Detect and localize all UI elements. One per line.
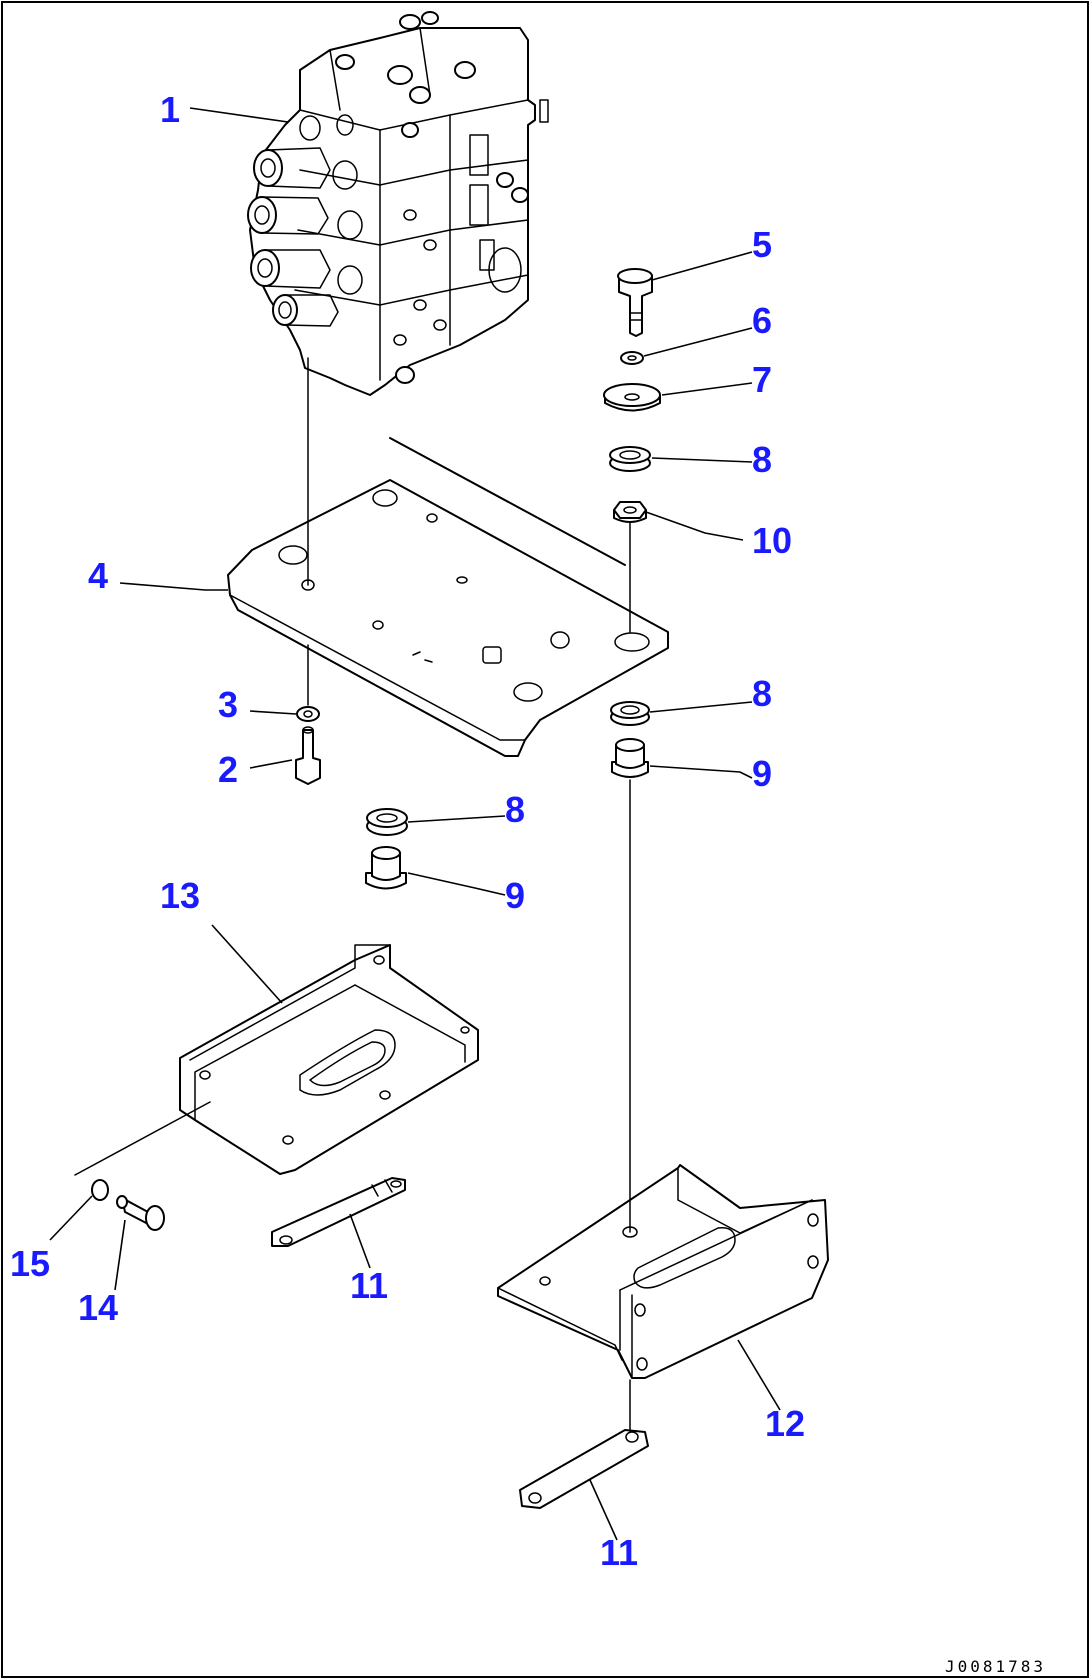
washer-15: [91, 1179, 109, 1201]
washer-3: [296, 706, 320, 722]
callout-12: 12: [765, 1403, 805, 1444]
callout-8-c: 8: [505, 789, 525, 830]
cushion-8-upper: [609, 446, 651, 472]
mounting-plate: [227, 437, 669, 757]
callout-leaders: [49, 107, 781, 1541]
collar-9-right: [611, 738, 649, 778]
callout-10: 10: [752, 520, 792, 561]
drawing-number: J0081783: [945, 1657, 1046, 1676]
callout-11-a: 11: [350, 1265, 388, 1306]
callout-15: 15: [10, 1243, 50, 1284]
callout-14: 14: [78, 1287, 118, 1328]
callout-7: 7: [752, 359, 772, 400]
callout-3: 3: [218, 684, 238, 725]
bolt-14: [116, 1195, 165, 1231]
callout-8-a: 8: [752, 439, 772, 480]
callout-5: 5: [752, 224, 772, 265]
cushion-8-middle: [610, 701, 650, 726]
callout-9-b: 9: [505, 875, 525, 916]
valve-solenoids: [247, 114, 363, 327]
callout-11-b: 11: [600, 1532, 638, 1573]
callout-4: 4: [88, 555, 108, 596]
strap-11-right: [519, 1429, 649, 1509]
control-valve: [247, 11, 549, 396]
strap-11-left: [271, 1177, 406, 1247]
washer-7: [603, 383, 661, 412]
bracket-13: [179, 944, 479, 1175]
callout-1: 1: [160, 89, 180, 130]
callout-8-b: 8: [752, 673, 772, 714]
bracket-12: [497, 1164, 829, 1379]
cushion-8-left: [366, 808, 408, 836]
collar-9-left: [365, 846, 407, 890]
assembly-line-left: [74, 1101, 211, 1176]
bolt-2: [295, 726, 321, 785]
callout-numbers: 1 2 3 4 5 6 7 8 10 8 9 8 9 13 15 14 11 1…: [10, 89, 805, 1573]
callout-2: 2: [218, 749, 238, 790]
callout-13: 13: [160, 875, 200, 916]
washer-6: [620, 351, 644, 365]
callout-9-a: 9: [752, 753, 772, 794]
bolt-5: [617, 268, 653, 337]
callout-6: 6: [752, 300, 772, 341]
valve-top-fittings: [335, 11, 549, 384]
spacer-10: [613, 501, 647, 523]
